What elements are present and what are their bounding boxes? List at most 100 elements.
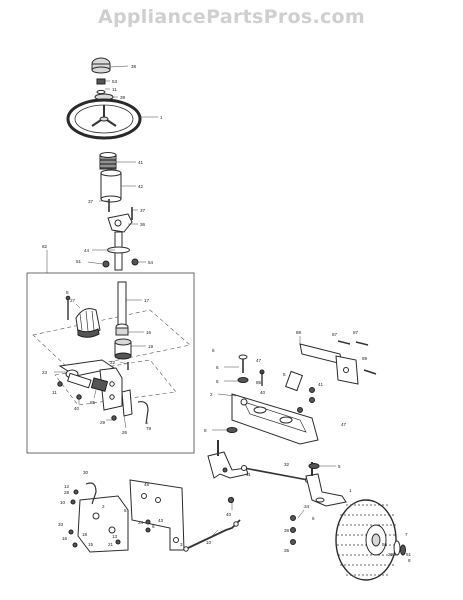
steering-shaft-upper[interactable]	[107, 231, 130, 271]
callout-c42: 8	[204, 428, 207, 433]
spindle-washers[interactable]	[290, 463, 325, 545]
callout-c7: 42	[138, 184, 144, 189]
callout-c57: 8	[408, 558, 411, 563]
callout-c3: 11	[112, 87, 117, 92]
spindle-bracket-right[interactable]	[299, 343, 359, 385]
callout-c69: 18	[82, 532, 88, 537]
callout-c15: 8	[66, 290, 69, 295]
callout-c72: 15	[88, 542, 94, 547]
bushing[interactable]	[90, 377, 109, 392]
callout-c53: 7	[405, 532, 408, 537]
callout-c40: 41	[318, 382, 324, 387]
sector-gear[interactable]	[75, 308, 101, 338]
left-spindle[interactable]	[207, 440, 249, 479]
callout-c58: 30	[83, 470, 89, 475]
callout-c29: 87	[332, 332, 338, 337]
axle-spacer[interactable]	[284, 370, 304, 392]
mounting-plate-lower[interactable]	[77, 482, 129, 553]
callout-c64: 43	[158, 518, 164, 523]
front-wheel[interactable]	[335, 499, 397, 581]
callout-c44: 32	[284, 462, 290, 467]
callout-c14: 54	[148, 260, 154, 265]
callout-c24: 85	[90, 400, 96, 405]
callout-labels: 38 53 11 39 1 41 42 37 37 36 82 44 51 54…	[42, 64, 412, 563]
lower-fasteners[interactable]	[68, 489, 151, 548]
callout-c25: 29	[100, 420, 106, 425]
callout-c39: 5	[283, 372, 286, 377]
callout-c55: 29	[388, 552, 394, 557]
callout-c9: 37	[140, 208, 146, 213]
pivot-shaft[interactable]	[65, 369, 92, 389]
callout-c65: 6	[152, 524, 155, 529]
axle-pivot-washer[interactable]	[226, 427, 238, 433]
steering-wheel[interactable]	[66, 98, 142, 140]
steering-washer[interactable]	[96, 89, 106, 95]
callout-c46: 34	[304, 504, 310, 509]
callout-c70: 13	[112, 534, 118, 539]
callout-c17: 17	[144, 298, 150, 303]
steering-shaft[interactable]	[115, 281, 129, 336]
callout-c47: 6	[312, 516, 315, 521]
steering-bushing[interactable]	[99, 152, 117, 170]
tie-rod[interactable]	[241, 465, 311, 483]
callout-c10: 36	[140, 222, 146, 227]
callout-c74: 3	[180, 542, 183, 547]
callout-c60: 28	[64, 490, 70, 495]
drag-link[interactable]	[183, 519, 241, 552]
steering-nut[interactable]	[96, 78, 106, 85]
mounting-plate[interactable]	[121, 389, 133, 417]
callout-c13: 51	[76, 259, 82, 264]
steering-shaft-sleeve[interactable]	[100, 169, 122, 203]
spindle-pin[interactable]	[222, 467, 228, 473]
callout-c38: 2	[210, 392, 213, 397]
callout-c37: 40	[260, 390, 266, 395]
callout-c31: 88	[296, 330, 302, 335]
callout-c23: 40	[74, 406, 80, 411]
callout-c6: 41	[138, 160, 144, 165]
column-support-bracket[interactable]	[107, 213, 133, 233]
detail-box	[26, 250, 195, 454]
callout-c11: 82	[42, 244, 48, 249]
callout-c12: 44	[84, 248, 90, 253]
callout-c35: 6	[216, 379, 219, 384]
bracket-bolts[interactable]	[337, 340, 377, 375]
shaft-washers[interactable]	[57, 381, 117, 421]
callout-c45: 5	[338, 464, 341, 469]
watermark: AppliancePartsPros.com	[97, 6, 365, 28]
callout-c50: 1	[349, 488, 352, 493]
pivot-bolt[interactable]	[65, 295, 71, 320]
callout-c43: 11	[246, 472, 251, 477]
callout-c32: 89	[362, 356, 368, 361]
callout-c2: 53	[112, 79, 118, 84]
front-axle[interactable]	[231, 393, 319, 445]
callout-c63: 5	[124, 508, 127, 513]
callout-c56: 51	[406, 552, 412, 557]
callout-c49: 35	[284, 548, 290, 553]
callout-c20: 22	[110, 360, 116, 365]
callout-c33: 47	[256, 358, 262, 363]
callout-c62: 48	[144, 482, 150, 487]
wheel-hub-washers[interactable]	[393, 540, 406, 556]
callout-c68: 16	[62, 536, 68, 541]
steering-support-bracket[interactable]	[129, 479, 185, 551]
callout-c52: 10	[206, 540, 212, 545]
callout-c27: 79	[146, 426, 152, 431]
callout-c4: 39	[120, 95, 126, 100]
callout-c48: 38	[284, 528, 290, 533]
callout-c59: 12	[64, 484, 70, 489]
callout-c18: 16	[146, 330, 152, 335]
callout-c41: 47	[341, 422, 347, 427]
callout-c54: 56	[382, 542, 388, 547]
callout-c26: 26	[122, 430, 128, 435]
retaining-clip[interactable]	[137, 401, 149, 425]
callout-c73: 21	[108, 542, 114, 547]
steering-cap[interactable]	[91, 57, 111, 74]
drag-link-washer[interactable]	[227, 496, 235, 504]
callout-c5: 1	[160, 115, 163, 120]
drag-link-bolts[interactable]	[237, 354, 249, 383]
pinion-gear[interactable]	[114, 338, 132, 360]
callout-c66: 2	[102, 504, 105, 509]
callout-c34: 6	[216, 365, 219, 370]
callout-c36: 85	[256, 380, 262, 385]
